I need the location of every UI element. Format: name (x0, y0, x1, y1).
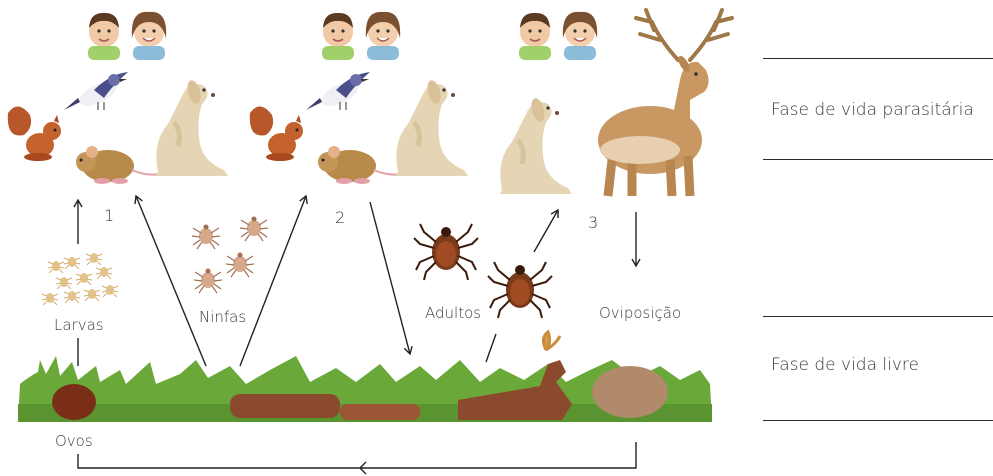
label-ovos: Ovos (55, 432, 93, 450)
nymphs-cluster (192, 217, 268, 294)
label-fase-parasitaria: Fase de vida parasitária (771, 100, 974, 120)
arrow-host-2-to-ground (370, 202, 410, 354)
group-1-illustration (8, 12, 228, 184)
deer-illustration (598, 10, 732, 196)
group-3-illustration (500, 10, 732, 196)
label-larvas: Larvas (54, 316, 104, 334)
arrow-ground-to-host-3 (486, 334, 496, 362)
arrow-adult-to-host-3 (534, 210, 558, 252)
label-fase-livre: Fase de vida livre (771, 355, 919, 375)
arrow-ground-to-host-1 (136, 196, 206, 366)
label-ninfas: Ninfas (199, 308, 246, 326)
divider-top (763, 58, 993, 59)
stage-number-2: 2 (335, 208, 345, 227)
ground-illustration (18, 332, 712, 422)
label-oviposicao: Oviposição (599, 304, 681, 322)
line-return-path (78, 442, 636, 468)
arrow-ground-to-host-2 (240, 196, 306, 366)
stage-number-3: 3 (588, 213, 598, 232)
stage-number-1: 1 (104, 206, 114, 225)
larvae-cluster (42, 253, 118, 305)
divider-mid-upper (763, 159, 993, 160)
divider-mid-lower (763, 316, 993, 317)
label-adultos: Adultos (425, 304, 481, 322)
cycle-arrows (78, 196, 636, 474)
group-2-illustration (250, 12, 468, 184)
divider-bottom (763, 420, 993, 421)
